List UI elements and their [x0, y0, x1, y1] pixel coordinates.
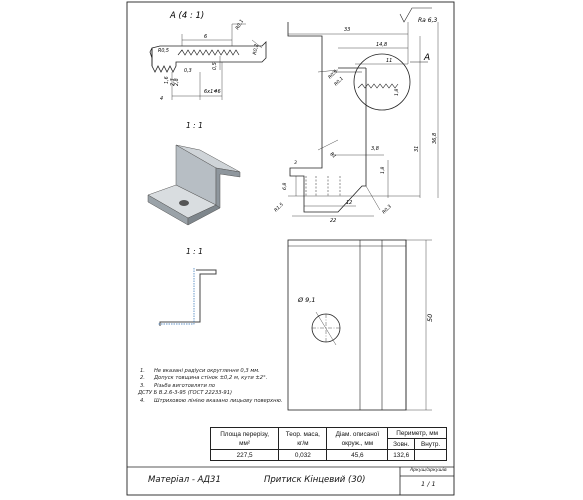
col-mass-header: Теор. маса,кг/м [278, 427, 328, 450]
dim-m-22: 22 [330, 218, 336, 224]
profile-view-scale: 1 : 1 [186, 247, 203, 256]
hole-icon [179, 200, 189, 206]
col-perimeter-inner: Внутр. [414, 438, 447, 450]
dim-m-3: 3 [294, 160, 297, 166]
note-3b: ДСТУ Б В.2.6-3-95 (ГОСТ 22233-91) [138, 390, 233, 397]
value-mass: 0,032 [278, 449, 328, 461]
dim-m-r15: R1,5 [273, 202, 285, 214]
note-3: 3.Різьба виготовляти по [140, 382, 216, 389]
sheet-label: Аркуш/аркушів [410, 468, 447, 473]
properties-table: Площа перерізу,мм² Теор. маса,кг/м Діам.… [209, 427, 447, 461]
dim-m-r05: R0,5 [327, 69, 339, 81]
dim-m-11: 11 [386, 58, 392, 64]
dim-m-31: 31 [414, 146, 420, 152]
dim-m-38: 3,8 [371, 146, 379, 152]
dim-m-18b: 1,8 [380, 167, 386, 174]
main-view [287, 7, 439, 217]
profile-section [158, 268, 217, 326]
dim-a-16: 1,6 [164, 76, 170, 84]
note-1: 1.Не вказані радіуси округлення 0,3 мм. [140, 368, 260, 374]
plan-view [287, 239, 432, 411]
iso-view-scale: 1 : 1 [186, 121, 203, 130]
detail-a-view [149, 23, 267, 100]
dim-m-r03: R0,3 [381, 204, 393, 216]
dim-a-03: 0,3 [184, 68, 192, 74]
sheet-frame [126, 1, 455, 496]
dim-m-368: 36,8 [432, 133, 438, 144]
dim-plan-len: 50 [426, 314, 434, 322]
detail-a-label: A (4 : 1) [169, 11, 204, 21]
title-block-frame [127, 466, 454, 495]
roughness-value: Ra 6,3 [418, 17, 437, 24]
part-name: Притиск Кінцевий (30) [264, 475, 366, 485]
col-perimeter-outer: Зовн. [387, 438, 416, 450]
note-4: 4.Штриховою лінією вказано лицьову повер… [140, 397, 283, 404]
sheet-value: 1 / 1 [421, 480, 436, 488]
dim-a-pitch: 6x1=6 [204, 89, 221, 95]
roughness-icon [399, 7, 432, 23]
col-area-header: Площа перерізу,мм² [209, 427, 280, 450]
dim-a-05: 0,5 [212, 62, 218, 70]
dim-a-6: 6 [204, 34, 207, 40]
value-perimeter-outer: 132,6 [387, 449, 416, 461]
dim-a-r05: R0,5 [158, 48, 169, 54]
note-2: 2.Допуск товщина стінок ±0,2 м, кути ±2°… [140, 375, 268, 382]
dim-m-r01: R0,1 [333, 76, 345, 88]
dim-a-28: 2,8 [174, 78, 180, 86]
callout-a: A [423, 53, 430, 63]
dim-m-33: 33 [344, 27, 350, 33]
dim-a-23: 2,3 [170, 78, 176, 86]
dim-m-r1: R1 [329, 151, 338, 160]
dim-a-r01: R0,1 [235, 19, 246, 31]
isometric-view [147, 144, 241, 226]
dim-a-4: 4 [160, 96, 163, 102]
col-perimeter-header: Периметр, мм [387, 427, 447, 439]
value-diameter: 45,6 [326, 449, 389, 461]
dim-a-r02: R0,2 [252, 44, 260, 56]
dim-plan-dia: Ø 9,1 [297, 296, 316, 304]
dim-m-68: 6,8 [282, 183, 288, 190]
value-perimeter-inner [414, 449, 447, 461]
material-label: Матеріал - АД31 [148, 475, 221, 485]
dim-m-12: 12 [346, 200, 352, 206]
dim-a-4b: 4 [214, 89, 217, 95]
dim-m-18a: 1,8 [394, 89, 400, 96]
value-area: 227,5 [209, 449, 280, 461]
notes-list: 1.Не вказані радіуси округлення 0,3 мм. … [138, 368, 283, 405]
dim-m-148: 14,8 [376, 42, 387, 48]
